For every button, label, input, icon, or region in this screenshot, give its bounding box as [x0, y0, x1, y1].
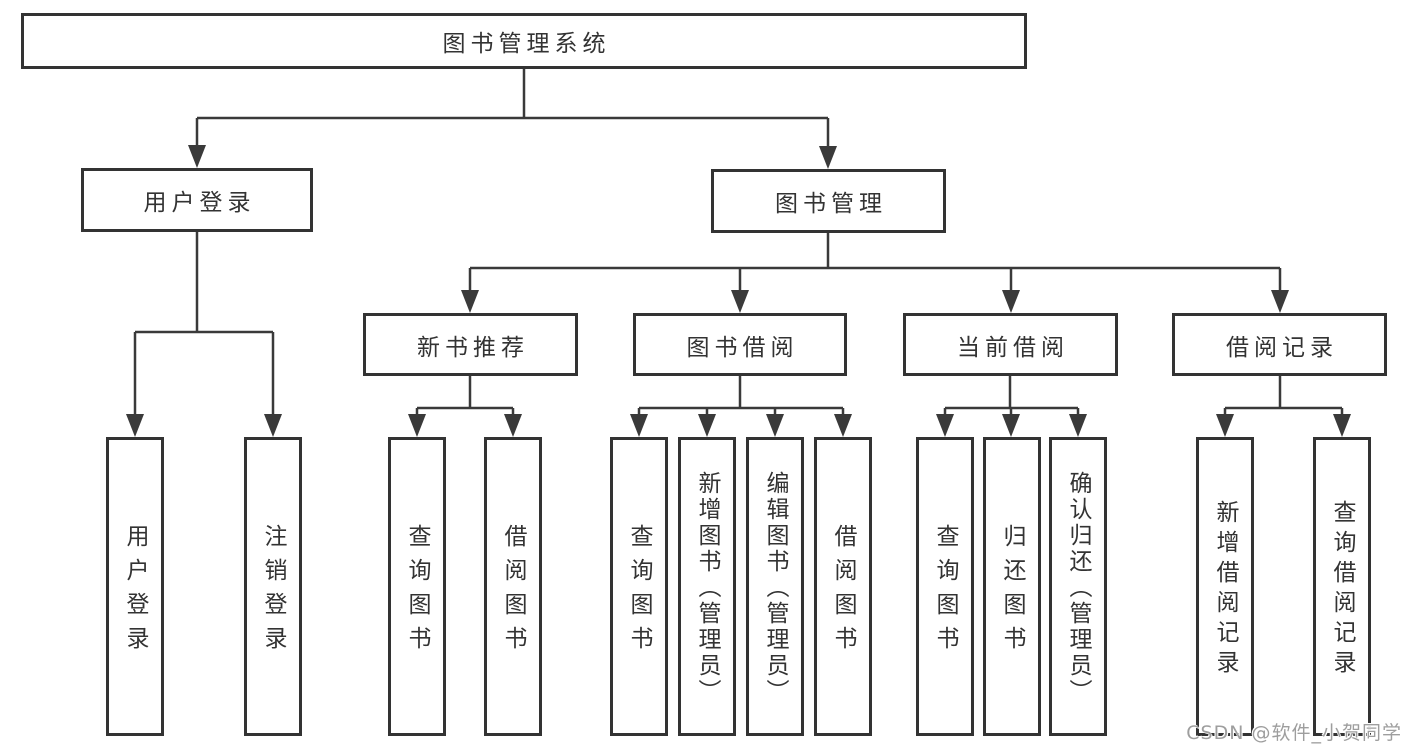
arrowheads	[126, 145, 1351, 437]
node-leaf-borrow-book-recommend: 借阅图书	[484, 437, 542, 736]
node-library-management-system: 图书管理系统	[21, 13, 1027, 69]
node-book-management: 图书管理	[711, 169, 946, 233]
node-label: 图书管理	[775, 191, 887, 217]
node-leaf-logout-login: 注销登录	[244, 437, 302, 736]
node-label: 图书借阅	[686, 334, 799, 361]
node-leaf-user-login: 用户登录	[106, 437, 164, 736]
node-label: 新增图书（管理员）	[694, 471, 720, 705]
node-label: 确认归还（管理员）	[1065, 471, 1091, 705]
node-leaf-return-book: 归还图书	[983, 437, 1041, 736]
node-label: 图书管理系统	[442, 31, 611, 57]
node-label: 新书推荐	[417, 334, 529, 361]
node-label: 注销登录	[260, 524, 286, 660]
node-label: 查询图书	[404, 524, 430, 660]
node-label: 借阅图书	[500, 524, 526, 660]
node-leaf-add-book-admin: 新增图书（管理员）	[678, 437, 736, 736]
node-label: 借阅图书	[830, 524, 856, 660]
node-label: 用户登录	[143, 190, 256, 216]
node-new-book-recommend: 新书推荐	[363, 313, 578, 376]
node-leaf-confirm-return-admin: 确认归还（管理员）	[1049, 437, 1107, 736]
watermark-text: CSDN @软件_小贺同学	[1186, 722, 1402, 744]
node-leaf-edit-book-admin: 编辑图书（管理员）	[746, 437, 804, 736]
node-label: 查询图书	[932, 524, 958, 660]
node-leaf-query-book-current: 查询图书	[916, 437, 974, 736]
node-label: 编辑图书（管理员）	[762, 471, 788, 705]
node-leaf-borrow-book-borrow: 借阅图书	[814, 437, 872, 736]
node-user-login: 用户登录	[81, 168, 313, 232]
node-leaf-add-borrow-record: 新增借阅记录	[1196, 437, 1254, 736]
connector-lines	[133, 69, 1344, 417]
node-label: 归还图书	[999, 524, 1025, 660]
node-borrow-record: 借阅记录	[1172, 313, 1387, 376]
node-label: 当前借阅	[957, 334, 1069, 361]
node-label: 借阅记录	[1226, 334, 1338, 361]
node-label: 用户登录	[122, 524, 148, 660]
node-book-borrow: 图书借阅	[633, 313, 847, 376]
node-current-borrow: 当前借阅	[903, 313, 1118, 376]
node-label: 查询借阅记录	[1329, 500, 1355, 680]
node-leaf-query-book-recommend: 查询图书	[388, 437, 446, 736]
node-label: 新增借阅记录	[1212, 500, 1238, 680]
node-leaf-query-book-borrow: 查询图书	[610, 437, 668, 736]
node-label: 查询图书	[626, 524, 652, 660]
node-leaf-query-borrow-record: 查询借阅记录	[1313, 437, 1371, 736]
